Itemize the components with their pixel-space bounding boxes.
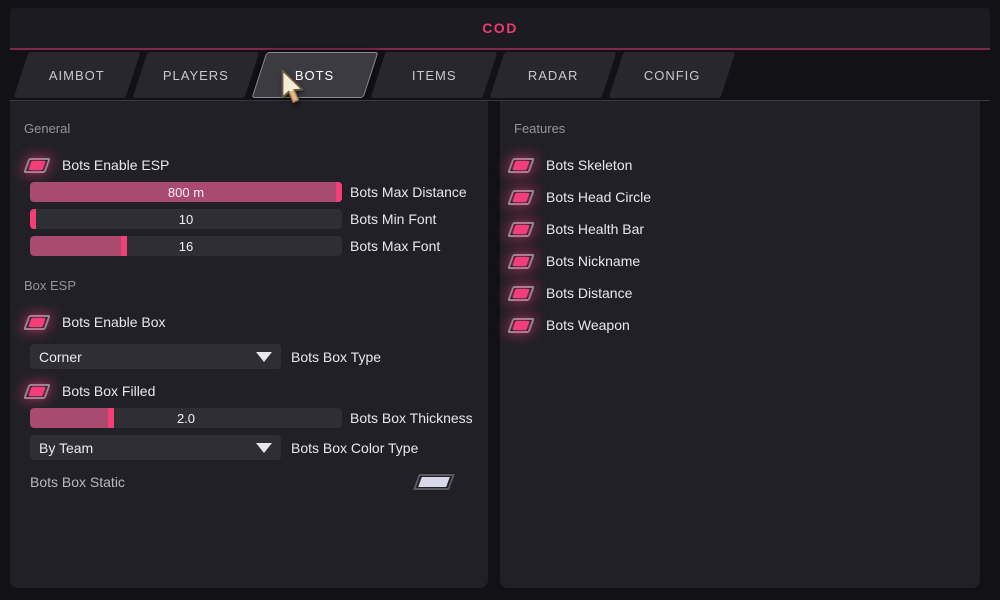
title-accent-line xyxy=(10,48,990,50)
slider-handle[interactable] xyxy=(120,236,127,256)
checkbox-label: Bots Distance xyxy=(546,285,633,301)
dropdown-row-color-type: By Team Bots Box Color Type xyxy=(30,435,478,460)
slider-value: 10 xyxy=(178,211,194,227)
slider-value: 2.0 xyxy=(176,410,196,426)
slider-label: Bots Max Font xyxy=(350,238,441,254)
settings-panel: General Bots Enable ESP 800 m Bots Max D… xyxy=(10,101,488,588)
chevron-down-icon xyxy=(256,351,272,362)
tab-bots[interactable]: BOTS xyxy=(251,52,379,98)
checkbox-bots-weapon[interactable]: Bots Weapon xyxy=(507,310,970,340)
checkbox-label: Bots Health Bar xyxy=(546,221,645,237)
checkbox-icon xyxy=(507,221,535,237)
tab-config-label: CONFIG xyxy=(643,67,701,83)
checkbox-label: Bots Skeleton xyxy=(546,157,633,173)
checkbox-icon xyxy=(507,285,535,301)
slider-label: Bots Box Thickness xyxy=(350,410,473,426)
checkbox-icon xyxy=(23,314,51,330)
checkbox-label: Bots Enable ESP xyxy=(62,157,170,173)
tab-players[interactable]: PLAYERS xyxy=(132,52,260,98)
tab-config[interactable]: CONFIG xyxy=(608,52,736,98)
tab-aimbot-label: AIMBOT xyxy=(49,67,105,83)
slider-bots-max-distance[interactable]: 800 m xyxy=(30,182,342,202)
tab-radar-label: RADAR xyxy=(527,67,579,83)
slider-row-max-distance: 800 m Bots Max Distance xyxy=(30,182,478,202)
tab-radar[interactable]: RADAR xyxy=(489,52,617,98)
section-title-features: Features xyxy=(514,121,566,136)
color-row-bots-box-static: Bots Box Static xyxy=(30,470,455,494)
dropdown-value: Corner xyxy=(39,348,82,365)
slider-row-thickness: 2.0 Bots Box Thickness xyxy=(30,408,478,428)
tab-items[interactable]: ITEMS xyxy=(370,52,498,98)
slider-bots-min-font[interactable]: 10 xyxy=(30,209,342,229)
checkbox-bots-nickname[interactable]: Bots Nickname xyxy=(507,246,970,276)
dropdown-value: By Team xyxy=(39,439,94,456)
dropdown-bots-box-color-type[interactable]: By Team xyxy=(30,435,281,460)
dropdown-row-box-type: Corner Bots Box Type xyxy=(30,344,478,369)
dropdown-label: Bots Box Color Type xyxy=(291,439,419,456)
checkbox-bots-box-filled[interactable]: Bots Box Filled xyxy=(23,376,478,406)
checkbox-bots-head-circle[interactable]: Bots Head Circle xyxy=(507,182,970,212)
section-title-general: General xyxy=(24,121,71,136)
slider-handle[interactable] xyxy=(30,209,36,229)
checkbox-icon xyxy=(23,157,51,173)
tab-bar: AIMBOT PLAYERS BOTS ITEMS RADAR CONFIG xyxy=(0,50,1000,100)
slider-row-min-font: 10 Bots Min Font xyxy=(30,209,478,229)
slider-label: Bots Min Font xyxy=(350,211,437,227)
checkbox-label: Bots Weapon xyxy=(546,317,630,333)
tab-divider xyxy=(10,100,990,101)
tab-players-label: PLAYERS xyxy=(162,67,229,83)
slider-bots-box-thickness[interactable]: 2.0 xyxy=(30,408,342,428)
checkbox-bots-skeleton[interactable]: Bots Skeleton xyxy=(507,150,970,180)
checkbox-icon xyxy=(507,253,535,269)
features-panel: Features Bots Skeleton Bots Head Circle … xyxy=(500,101,980,588)
checkbox-label: Bots Box Filled xyxy=(62,383,156,399)
section-title-box-esp: Box ESP xyxy=(24,278,77,293)
chevron-down-icon xyxy=(256,442,272,453)
checkbox-icon xyxy=(23,383,51,399)
checkbox-icon xyxy=(507,157,535,173)
tab-items-label: ITEMS xyxy=(411,67,457,83)
slider-handle[interactable] xyxy=(108,408,115,428)
slider-row-max-font: 16 Bots Max Font xyxy=(30,236,478,256)
dropdown-label: Bots Box Type xyxy=(291,348,382,365)
checkbox-bots-enable-esp[interactable]: Bots Enable ESP xyxy=(23,150,478,180)
checkbox-bots-enable-box[interactable]: Bots Enable Box xyxy=(23,307,478,337)
color-swatch-fill xyxy=(418,477,450,487)
slider-fill xyxy=(30,182,342,202)
dropdown-bots-box-type[interactable]: Corner xyxy=(30,344,281,369)
slider-value: 800 m xyxy=(167,184,205,200)
checkbox-icon xyxy=(507,189,535,205)
checkbox-bots-health-bar[interactable]: Bots Health Bar xyxy=(507,214,970,244)
slider-label: Bots Max Distance xyxy=(350,184,467,200)
checkbox-label: Bots Nickname xyxy=(546,253,641,269)
slider-value: 16 xyxy=(178,238,194,254)
checkbox-icon xyxy=(507,317,535,333)
slider-bots-max-font[interactable]: 16 xyxy=(30,236,342,256)
checkbox-label: Bots Enable Box xyxy=(62,314,166,330)
color-swatch-bots-box-static[interactable] xyxy=(413,474,455,490)
checkbox-label: Bots Head Circle xyxy=(546,189,652,205)
title-bar: COD xyxy=(10,8,990,48)
tab-bots-label: BOTS xyxy=(295,67,335,83)
window-title: COD xyxy=(482,20,518,36)
slider-fill xyxy=(30,408,115,428)
tab-aimbot[interactable]: AIMBOT xyxy=(13,52,141,98)
slider-fill xyxy=(30,236,127,256)
checkbox-bots-distance[interactable]: Bots Distance xyxy=(507,278,970,308)
slider-handle[interactable] xyxy=(336,182,342,202)
color-row-label: Bots Box Static xyxy=(30,474,125,490)
